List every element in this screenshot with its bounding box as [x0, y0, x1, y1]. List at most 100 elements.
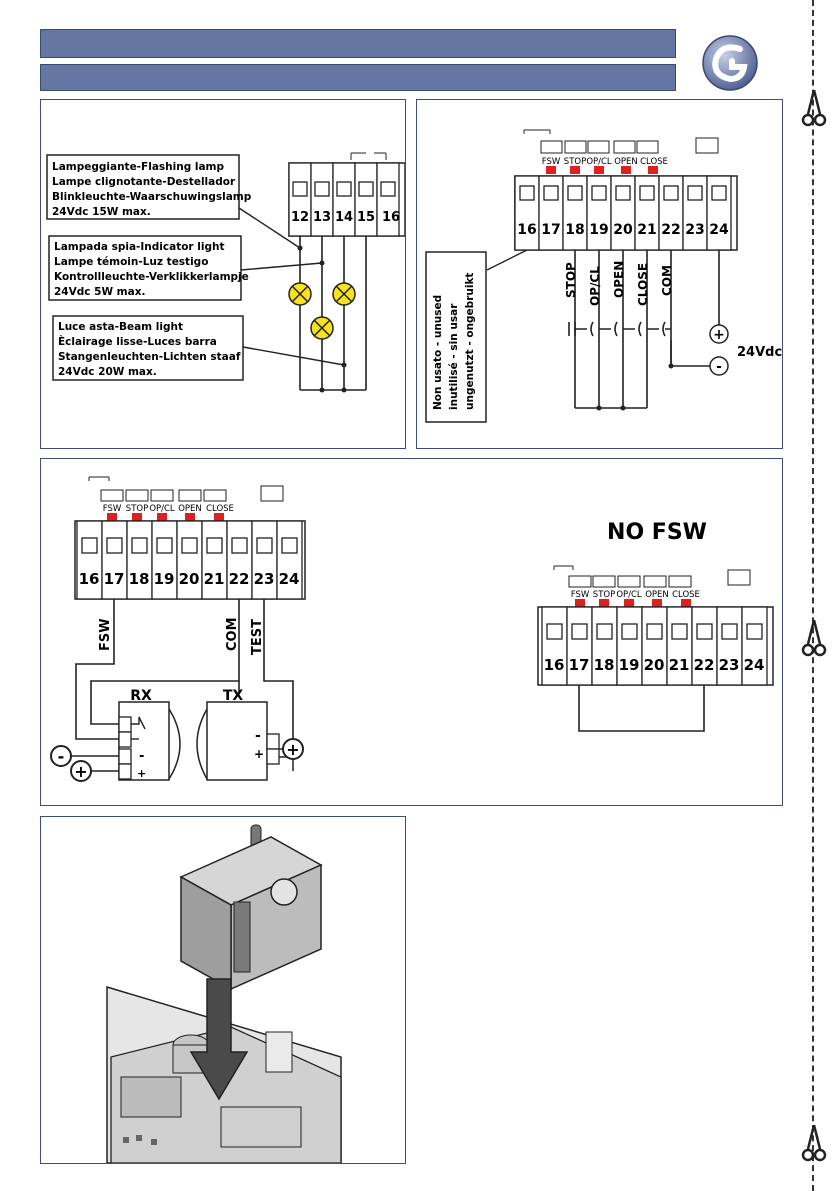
terminal-number: 15 [357, 210, 375, 225]
wire-label: CLOSE [636, 263, 650, 306]
terminal-number: 20 [179, 570, 200, 588]
led-label: STOP [126, 504, 148, 514]
minus-sign: - [58, 747, 65, 766]
minus-sign: - [139, 749, 144, 764]
beam-light-label-box [52, 315, 244, 381]
terminal-number: 20 [644, 656, 665, 674]
terminal-number: 22 [229, 570, 250, 588]
rx-label: RX [130, 688, 152, 704]
plus-sign: + [137, 767, 146, 780]
scissors-icon [801, 1125, 827, 1162]
led-label: CLOSE [672, 590, 700, 600]
led-label: OPEN [645, 590, 669, 600]
plus-terminal-icon: + [70, 760, 92, 782]
flashing-lamp-label: 24Vdc 15W max. [52, 206, 151, 218]
terminal-block: 16 17 18 19 20 21 22 23 24 [74, 520, 306, 600]
unused-note-line: inutilisé - sin usar [448, 303, 460, 410]
terminal-number: 20 [613, 222, 633, 238]
panel-photocell-wiring: FSW STOP OP/CL OPEN CLOSE 16 17 18 19 20… [40, 458, 783, 806]
panel-lamp-wiring: 12 13 14 15 16 Lampeggiante-Flashing lam… [40, 99, 406, 449]
terminal-number: 17 [104, 570, 125, 588]
plus-sign: + [286, 740, 299, 759]
lamp-wires [299, 236, 367, 391]
terminal-number: 17 [569, 656, 590, 674]
indicator-light-label-box [48, 235, 242, 301]
terminal-number: 14 [335, 210, 353, 225]
header-bar-second [40, 64, 676, 91]
plus-sign: + [254, 747, 264, 761]
terminal-number: 16 [79, 570, 100, 588]
flashing-lamp-label: Blinkleuchte-Waarschuwingslamp [52, 191, 252, 203]
terminal-number: 21 [669, 656, 690, 674]
beam-light-label: Stangenleuchten-Lichten staaf [58, 351, 241, 363]
panel-input-wiring: FSW STOP OP/CL OPEN CLOSE 16 17 18 19 20… [416, 99, 783, 449]
terminal-number: 16 [517, 222, 536, 238]
lamp-icon [310, 316, 334, 340]
wire-label: COM [225, 617, 240, 651]
terminal-number: 18 [565, 222, 584, 238]
led-strip: FSW STOP OP/CL OPEN CLOSE [553, 565, 751, 607]
terminal-number: 19 [589, 222, 608, 238]
led-label: OPEN [178, 504, 202, 514]
supply-voltage-label: 24Vdc [737, 345, 782, 360]
wire-label: OP/CL [588, 266, 602, 306]
wire-label: OPEN [612, 261, 626, 298]
terminal-number: 18 [594, 656, 615, 674]
terminal-number: 23 [719, 656, 740, 674]
terminal-number: 24 [709, 222, 729, 238]
indicator-light-label: Lampada spia-Indicator light [54, 241, 224, 253]
led-label: OP/CL [586, 157, 612, 167]
minus-terminal-icon: - [50, 745, 72, 767]
insert-arrow-icon [189, 978, 249, 1101]
terminal-number: 17 [541, 222, 560, 238]
receiver-module [179, 824, 323, 991]
wire-label: TEST [250, 619, 265, 655]
scissors-icon [801, 620, 827, 657]
plus-sign: + [713, 327, 725, 343]
terminal-number: 21 [204, 570, 225, 588]
terminal-number: 16 [544, 656, 565, 674]
plus-terminal-icon: + [709, 324, 729, 344]
led-label: FSW [542, 157, 561, 167]
indicator-light-label: Lampe témoin-Luz testigo [54, 256, 208, 268]
terminal-number: 24 [744, 656, 765, 674]
lamp-icon [332, 282, 356, 306]
terminal-number: 21 [637, 222, 656, 238]
terminal-number: 22 [694, 656, 715, 674]
no-fsw-title: NO FSW [607, 520, 707, 545]
unused-note-box [425, 251, 487, 423]
minus-sign: - [716, 359, 722, 375]
terminal-number: 13 [313, 210, 331, 225]
led-label: STOP [593, 590, 615, 600]
header-bar-top [40, 29, 676, 58]
led-label: STOP [564, 157, 586, 167]
tx-label: TX [223, 688, 244, 704]
plus-sign: + [74, 762, 87, 781]
minus-terminal-icon: - [709, 356, 729, 376]
terminal-number: 18 [129, 570, 150, 588]
tx-photocell: TX - + [196, 688, 294, 781]
terminal-number: 24 [279, 570, 300, 588]
terminal-number: 16 [382, 210, 400, 225]
terminal-number: 22 [661, 222, 680, 238]
led-strip: FSW STOP OP/CL OPEN CLOSE [88, 476, 284, 521]
panel-receiver-insertion [40, 816, 406, 1164]
led-label: CLOSE [206, 504, 234, 514]
led-label: OP/CL [616, 590, 642, 600]
lamp-icon [288, 282, 312, 306]
beam-light-label: Luce asta-Beam light [58, 321, 183, 333]
switch-contacts [568, 321, 671, 337]
terminal-block: 16 17 18 19 20 21 22 23 24 [537, 606, 774, 686]
beam-light-label: Èclairage lisse-Luces barra [58, 335, 217, 348]
unused-note-line: Non usato - unused [432, 295, 444, 410]
terminal-number: 23 [254, 570, 275, 588]
led-label: OPEN [614, 157, 638, 167]
terminal-number: 12 [291, 210, 309, 225]
scissors-icon [801, 90, 827, 127]
terminal-block: 12 13 14 15 16 [288, 152, 406, 237]
led-label: OP/CL [149, 504, 175, 514]
terminal-number: 19 [154, 570, 175, 588]
wire-label: COM [660, 265, 674, 296]
wire-label: FSW [98, 618, 113, 651]
flashing-lamp-label: Lampe clignotante-Destellador [52, 176, 236, 188]
